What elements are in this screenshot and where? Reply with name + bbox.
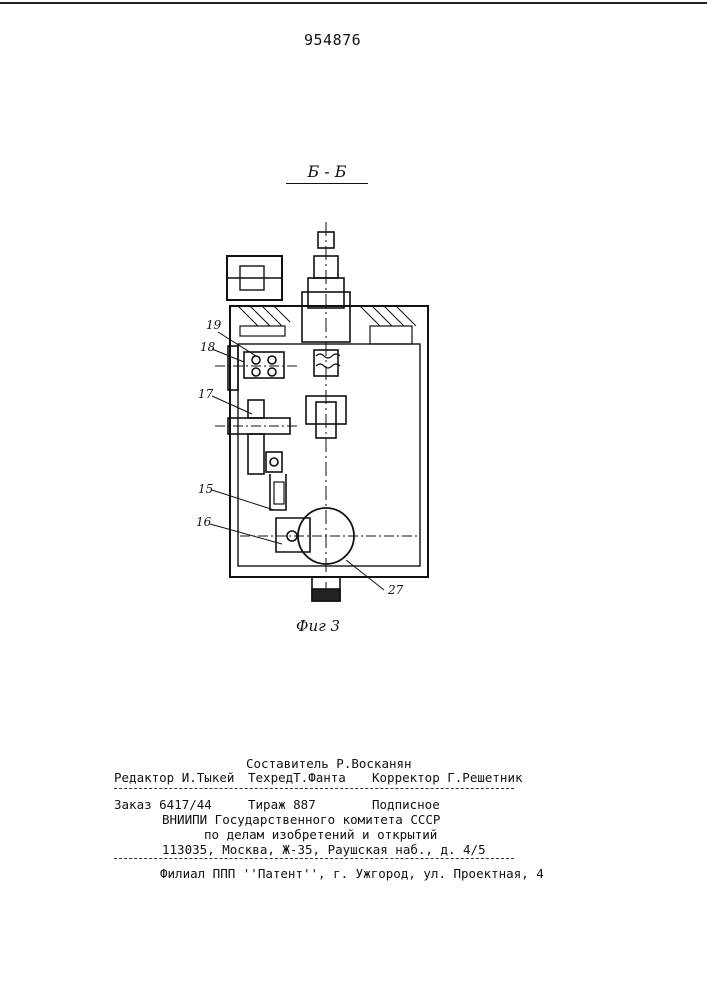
subscription-line: Подписное [372, 797, 440, 812]
part-label-15: 15 [198, 482, 213, 496]
corrector-line: Корректор Г.Решетник [372, 770, 523, 785]
divider-2 [114, 858, 514, 859]
part-label-18: 18 [200, 340, 215, 354]
address-line: 113035, Москва, Ж-35, Раушская наб., д. … [162, 842, 486, 857]
cover-hatching [238, 306, 416, 326]
compiler-line: Составитель Р.Восканян [246, 756, 412, 771]
printer-line: Филиал ППП ''Патент'', г. Ужгород, ул. П… [160, 866, 544, 881]
org-line-1: ВНИИПИ Государственного комитета СССР [162, 812, 440, 827]
techred-line: ТехредТ.Фанта [248, 770, 346, 785]
part-label-19: 19 [206, 318, 221, 332]
figure-caption: Фиг 3 [296, 617, 340, 635]
editor-line: Редактор И.Тыкей [114, 770, 234, 785]
bracket-16 [276, 518, 310, 552]
circulation-line: Тираж 887 [248, 797, 316, 812]
org-line-2: по делам изобретений и открытий [204, 827, 437, 842]
divider-1 [114, 788, 514, 789]
part-label-16: 16 [196, 515, 211, 529]
part-label-27: 27 [388, 583, 403, 597]
order-line: Заказ 6417/44 [114, 797, 212, 812]
part-label-17: 17 [198, 387, 213, 401]
